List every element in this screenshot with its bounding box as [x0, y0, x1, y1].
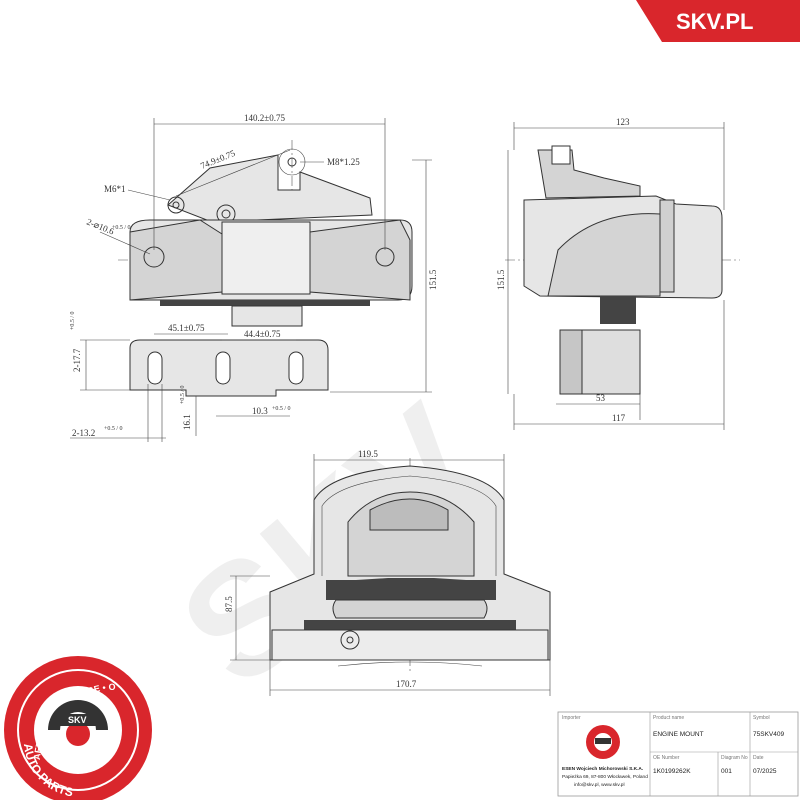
svg-text:170.7: 170.7	[396, 679, 417, 689]
importer-logo	[586, 725, 620, 759]
svg-text:+0.5 / 0: +0.5 / 0	[112, 225, 131, 231]
svg-text:+0.5 / 0: +0.5 / 0	[104, 426, 123, 432]
svg-text:151.5: 151.5	[428, 269, 438, 290]
bottom-dimensions: 119.5 87.5 170.7	[224, 449, 551, 696]
title-block: Importer ESEN Wojciech Michorowski S.K.A…	[557, 711, 799, 797]
svg-text:2-17.7: 2-17.7	[72, 348, 82, 372]
side-view	[505, 145, 740, 395]
svg-text:+0.5 / 0: +0.5 / 0	[272, 406, 291, 412]
svg-text:16.1: 16.1	[182, 414, 192, 430]
side-dimensions: 123 151.5 53 117	[496, 117, 725, 430]
brand-seal: AFTERMARKET PRICE • OE QUALITY SKV AUTO …	[0, 0, 152, 800]
svg-text:117: 117	[612, 413, 626, 423]
date-label: Date	[753, 755, 764, 761]
importer-contact: info@skv.pl, www.skv.pl	[574, 782, 625, 788]
svg-text:M8*1.25: M8*1.25	[327, 157, 360, 167]
seal-center-text: SKV	[68, 715, 87, 725]
svg-text:53: 53	[596, 393, 606, 403]
brand-text: SKV.PL	[676, 9, 753, 34]
svg-text:45.1±0.75: 45.1±0.75	[168, 323, 205, 333]
svg-text:123: 123	[616, 117, 630, 127]
svg-text:140.2±0.75: 140.2±0.75	[244, 113, 285, 123]
svg-text:10.3: 10.3	[252, 406, 268, 416]
diagram-value: 001	[721, 768, 732, 775]
svg-text:151.5: 151.5	[496, 269, 506, 290]
product-value: ENGINE MOUNT	[653, 731, 704, 738]
svg-text:AFTERMARKET PRICE • OE QUALITY: AFTERMARKET PRICE • OE QUALITY	[0, 0, 116, 760]
oe-value: 1K0199262K	[653, 768, 691, 775]
front-view	[118, 140, 413, 397]
brand-logo[interactable]: SKV.PL	[636, 0, 800, 42]
seal-badge	[60, 714, 96, 726]
svg-text:+0.5 / 0: +0.5 / 0	[70, 311, 76, 330]
oe-label: OE Number	[653, 755, 680, 761]
symbol-label: Symbol	[753, 715, 770, 721]
importer-address: Papieżka 69, 87-800 Włocławek, Poland	[562, 774, 648, 780]
svg-text:44.4±0.75: 44.4±0.75	[244, 329, 281, 339]
front-dimensions: 140.2±0.75 74.9±0.75 M8*1.25 M6*1 2-⌀10.…	[70, 113, 438, 442]
svg-text:M6*1: M6*1	[104, 184, 126, 194]
diagram-label: Diagram No	[721, 755, 748, 761]
bottom-view	[269, 458, 551, 672]
date-value: 07/2025	[753, 768, 777, 775]
importer-label: Importer	[562, 715, 581, 721]
importer-name: ESEN Wojciech Michorowski S.K.A.	[562, 766, 643, 772]
svg-text:119.5: 119.5	[358, 449, 378, 459]
svg-text:2-13.2: 2-13.2	[72, 428, 95, 438]
seal-ring-text: AFTERMARKET PRICE • OE QUALITY	[0, 0, 116, 760]
symbol-value: 75SKV409	[753, 731, 784, 738]
svg-text:87.5: 87.5	[224, 596, 234, 612]
svg-text:+0.5 / 0: +0.5 / 0	[180, 385, 186, 404]
product-label: Product name	[653, 715, 684, 721]
